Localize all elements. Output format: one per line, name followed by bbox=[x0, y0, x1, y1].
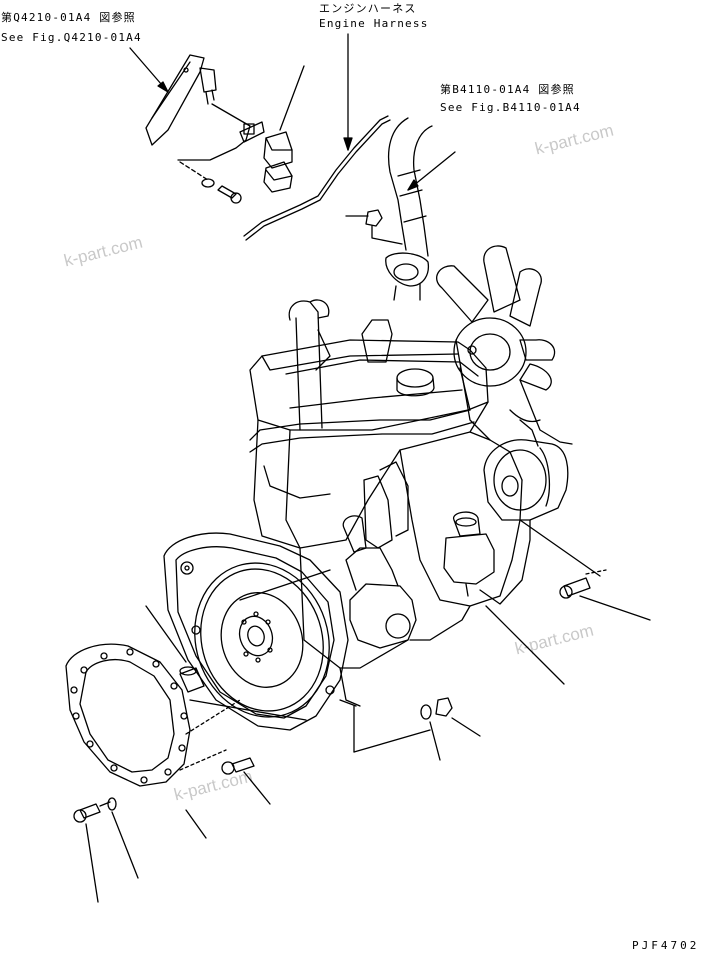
relay-bracket bbox=[146, 55, 264, 160]
flywheel bbox=[175, 545, 349, 734]
engine-harness-wire bbox=[244, 34, 390, 240]
housing-bolt bbox=[222, 758, 270, 804]
side-bolt bbox=[560, 570, 650, 620]
drawing-code-label: PJF4702 bbox=[632, 939, 700, 952]
hose-nut bbox=[346, 210, 402, 244]
cooling-fan bbox=[437, 246, 572, 444]
mount-nut bbox=[421, 698, 480, 760]
ref-q4210-jp-label: 第Q4210-01A4 図参照 bbox=[1, 11, 136, 24]
leader-lines bbox=[186, 520, 600, 838]
leader-q4210 bbox=[130, 48, 168, 92]
harness-en-label: Engine Harness bbox=[319, 17, 429, 30]
flywheel-plate bbox=[66, 644, 240, 786]
engine-block bbox=[250, 300, 522, 706]
ref-q4210-en-label: See Fig.Q4210-01A4 bbox=[1, 31, 142, 44]
pilot-bushing bbox=[146, 606, 204, 692]
harness-jp-label: エンジンハーネス bbox=[319, 2, 417, 15]
fuel-feed-pump bbox=[444, 512, 530, 604]
plate-bolt bbox=[74, 798, 138, 902]
flywheel-housing bbox=[164, 533, 348, 730]
ref-b4110-jp-label: 第B4110-01A4 図参照 bbox=[440, 83, 575, 96]
air-hose bbox=[386, 118, 432, 300]
alternator bbox=[484, 420, 568, 520]
bracket-bolt bbox=[180, 162, 241, 203]
relay-boxes bbox=[264, 66, 304, 192]
ref-b4110-en-label: See Fig.B4110-01A4 bbox=[440, 101, 581, 114]
